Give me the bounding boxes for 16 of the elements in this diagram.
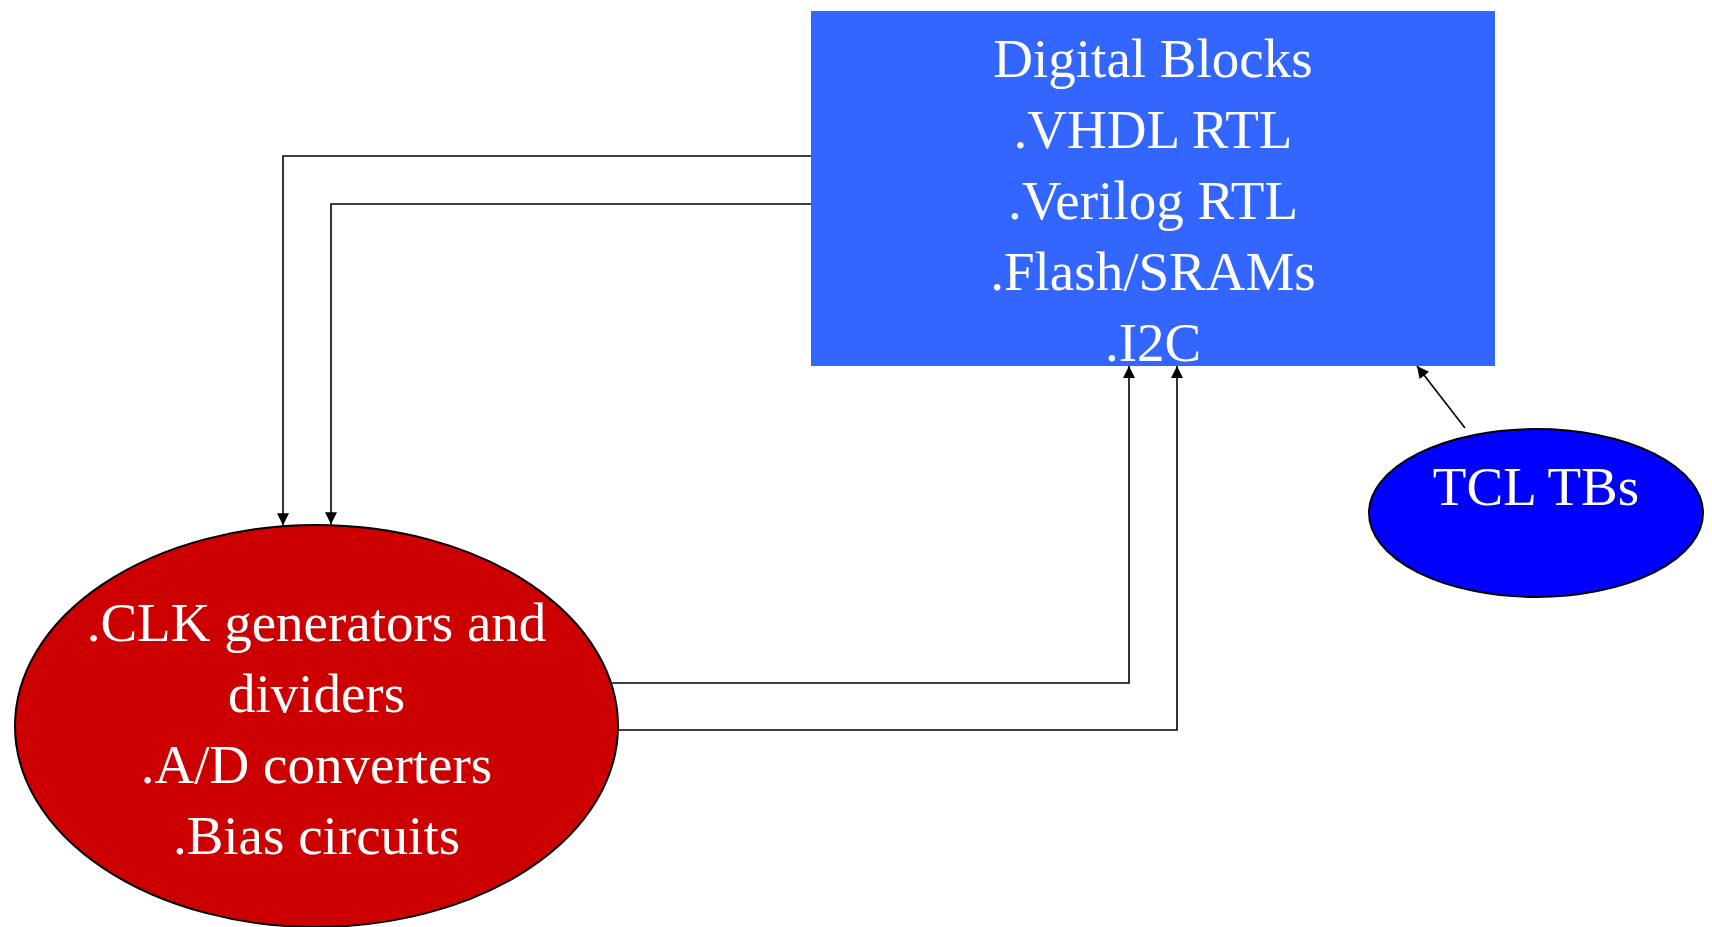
node-text: .I2C [1103, 311, 1203, 375]
node-text: .VHDL RTL [1012, 98, 1294, 162]
node-text: .Bias circuits [171, 804, 462, 868]
arrow [611, 365, 1135, 684]
node-text: Digital Blocks [992, 27, 1314, 91]
node-text: TCL TBs [1431, 455, 1641, 519]
arrow [277, 155, 812, 527]
ellipse-node [1368, 428, 1704, 598]
arrow [325, 203, 812, 526]
arrow [618, 365, 1183, 731]
node-text: .Flash/SRAMs [989, 240, 1317, 304]
node-text: .A/D converters [139, 733, 494, 797]
arrow [1416, 365, 1466, 429]
process-box [811, 11, 1495, 366]
node-text: .Verilog RTL [1007, 169, 1299, 233]
node-text: .CLK generators and dividers [86, 591, 547, 726]
